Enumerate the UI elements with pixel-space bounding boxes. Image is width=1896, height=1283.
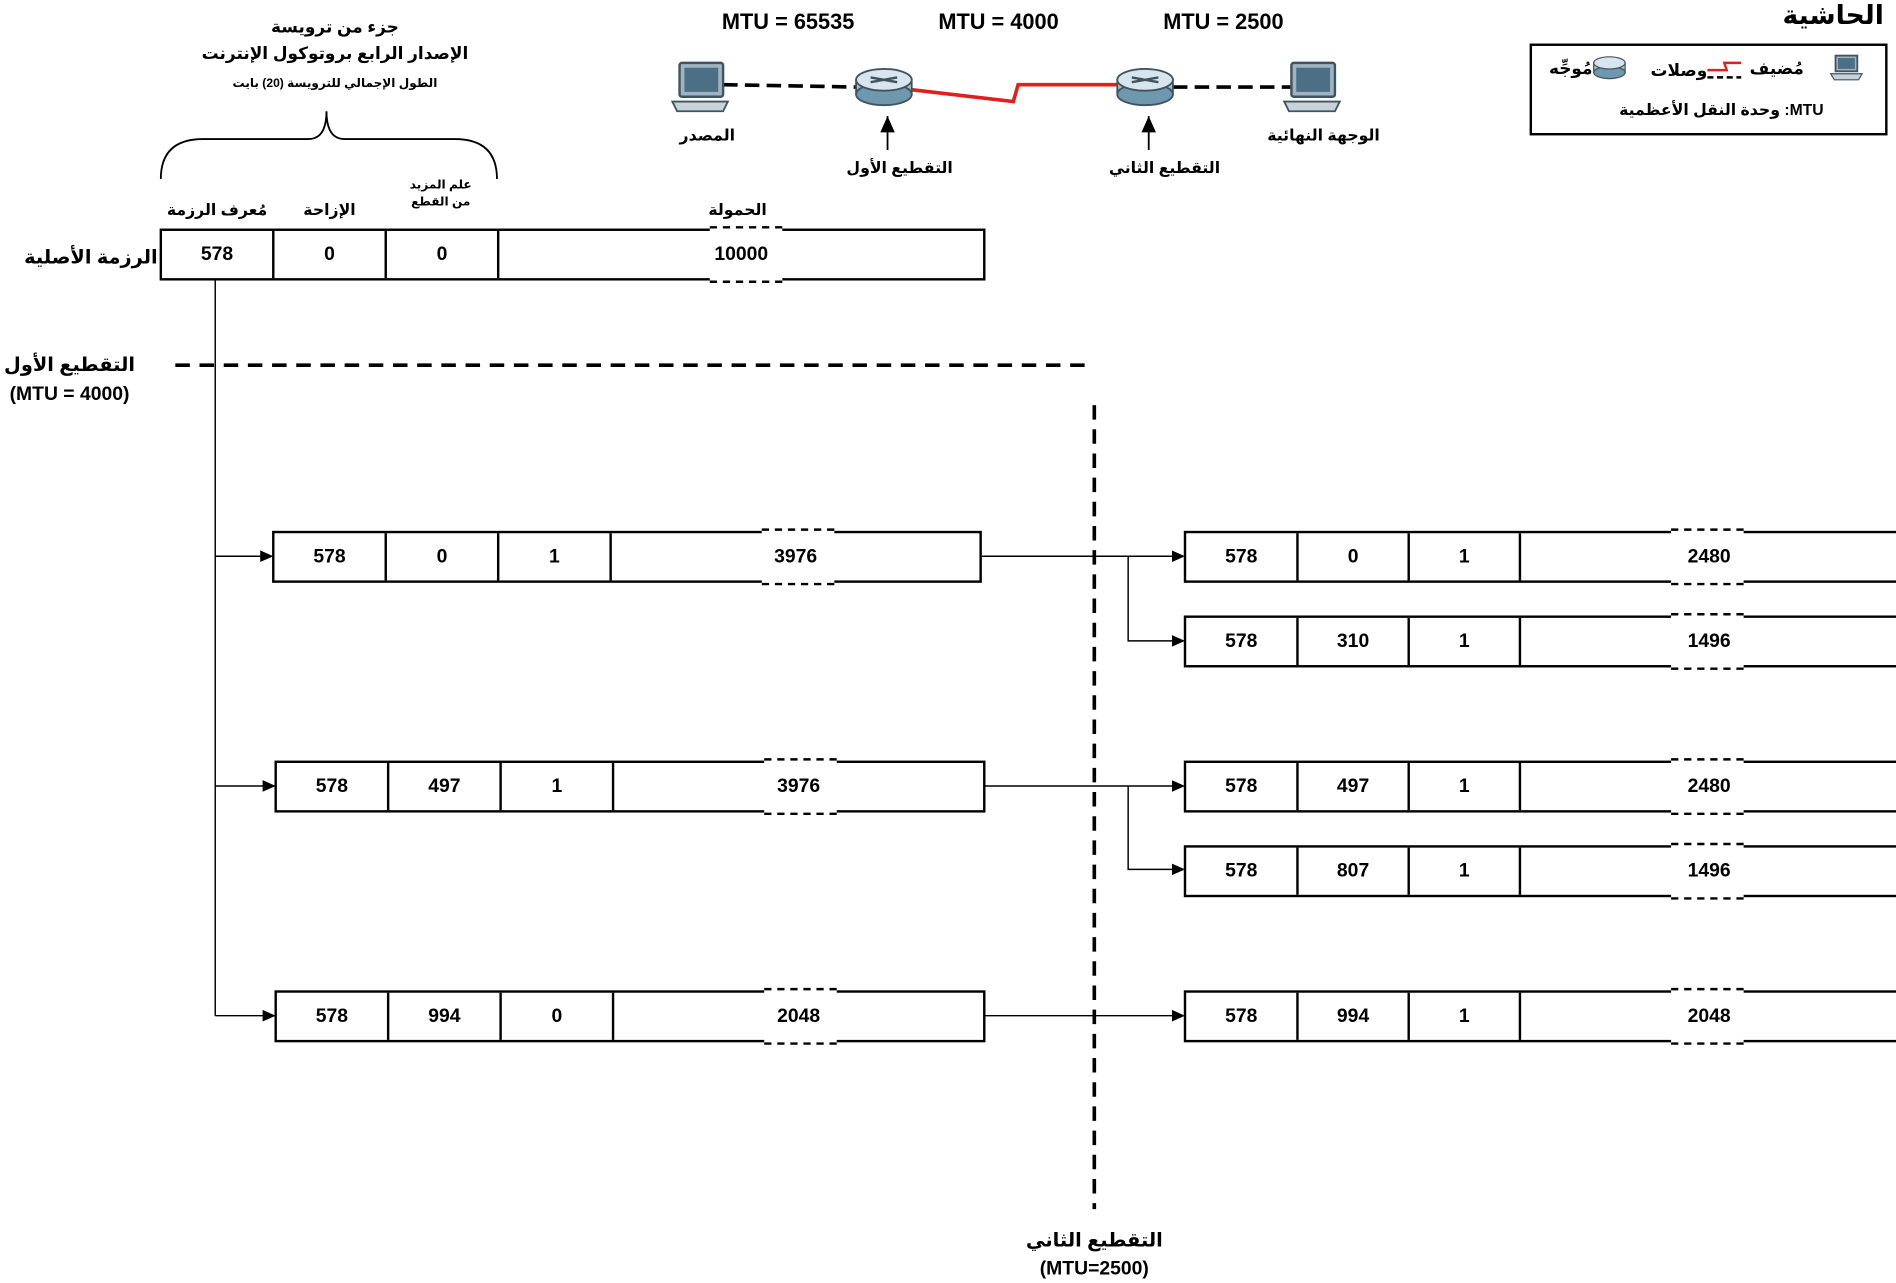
packet-id-cell: 578 — [1186, 533, 1299, 581]
router-1-icon — [855, 68, 913, 107]
router-2-icon — [1116, 68, 1174, 107]
mtu-label-1: MTU = 65535 — [721, 9, 855, 34]
payload-value: 1496 — [1687, 860, 1731, 881]
source-computer-icon — [670, 61, 730, 113]
packet-id-cell: 578 — [277, 762, 390, 811]
offset-cell: 994 — [389, 992, 502, 1040]
header-brace-line3: الطول الإجمالي للترويسة (20) بايت — [232, 77, 438, 91]
column-label-more-fragments-line1: علم المزيد — [409, 178, 472, 193]
payload-cell: 2480 — [1521, 758, 1896, 815]
more-fragments-cell: 1 — [1410, 533, 1522, 581]
more-fragments-cell: 1 — [1410, 762, 1522, 811]
payload-value: 2480 — [1687, 545, 1731, 567]
column-label-offset: الإزاحة — [303, 200, 356, 219]
fragment-2b-packet: 578 807 1 1496 — [1183, 842, 1896, 900]
header-brace — [159, 111, 498, 179]
fragmentation-1-mtu: (MTU = 4000) — [9, 384, 130, 406]
payload-cell: 3976 — [614, 758, 983, 815]
packet-id-cell: 578 — [1186, 847, 1299, 895]
payload-value: 2048 — [1687, 1005, 1731, 1026]
offset-cell: 497 — [1299, 762, 1410, 811]
header-brace-line2: الإصدار الرابع بروتوكول الإنترنت — [201, 43, 469, 63]
payload-value: 3976 — [777, 775, 821, 797]
fragmentation-1-label: التقطيع الأول — [4, 355, 135, 377]
payload-value: 1496 — [1687, 630, 1731, 652]
packet-id-cell: 578 — [1186, 992, 1299, 1040]
payload-value: 3976 — [774, 545, 818, 567]
original-packet: 578 0 0 10000 — [159, 226, 986, 283]
legend-box: مُضيف وصلات مُوجِّه MTU: وحدة النقل الأع… — [1529, 43, 1888, 136]
offset-cell: 0 — [1299, 533, 1410, 581]
payload-value: 2048 — [777, 1005, 821, 1026]
packet-id-cell: 578 — [1186, 617, 1299, 666]
legend-host-label: مُضيف — [1749, 58, 1804, 78]
legend-router-label: مُوجِّه — [1548, 58, 1593, 78]
header-brace-line1: جزء من ترويسة — [271, 16, 399, 37]
legend-title: الحاشية — [1782, 0, 1884, 31]
column-label-more-fragments-line2: من القطع — [411, 195, 471, 210]
router-1-label: التقطيع الأول — [846, 158, 953, 177]
offset-cell: 310 — [1299, 617, 1410, 666]
legend-router-icon — [1593, 56, 1626, 80]
serial-link — [909, 82, 1118, 104]
offset-cell: 0 — [274, 230, 387, 279]
legend-link-icon — [1707, 61, 1742, 79]
legend-mtu-note: MTU: وحدة النقل الأعظمية — [1619, 100, 1824, 119]
fragment-3-packet: 578 994 0 2048 — [274, 987, 986, 1045]
source-label: المصدر — [679, 125, 736, 144]
payload-cell: 3976 — [612, 528, 980, 586]
packet-id-cell: 578 — [277, 992, 390, 1040]
ethernet-link-left — [723, 82, 857, 89]
payload-value: 10000 — [714, 243, 769, 265]
offset-cell: 807 — [1299, 847, 1410, 895]
packet-id-cell: 578 — [162, 230, 275, 279]
payload-cell: 1496 — [1521, 613, 1896, 670]
original-packet-label: الرزمة الأصلية — [24, 247, 158, 269]
payload-cell: 10000 — [499, 226, 983, 283]
router-2-label: التقطيع الثاني — [1108, 158, 1221, 177]
more-fragments-cell: 1 — [1410, 617, 1522, 666]
fragmentation-2-label: التقطيع الثاني — [1025, 1230, 1163, 1252]
column-label-payload: الحمولة — [708, 200, 767, 219]
offset-cell: 497 — [389, 762, 502, 811]
more-fragments-cell: 1 — [1410, 847, 1522, 895]
fragment-1a-packet: 578 0 1 2480 — [1183, 528, 1896, 586]
payload-cell: 2048 — [1521, 987, 1896, 1045]
more-fragments-cell: 1 — [1410, 992, 1522, 1040]
packet-id-cell: 578 — [1186, 762, 1299, 811]
packet-id-cell: 578 — [274, 533, 387, 581]
fragment-1b-packet: 578 310 1 1496 — [1183, 613, 1896, 670]
payload-value: 2480 — [1687, 775, 1731, 797]
column-label-packet-id: مُعرف الرزمة — [166, 200, 268, 219]
payload-cell: 1496 — [1521, 842, 1896, 900]
fragment-1-packet: 578 0 1 3976 — [272, 528, 982, 586]
destination-computer-icon — [1282, 61, 1342, 113]
more-fragments-cell: 0 — [387, 230, 500, 279]
legend-links-label: وصلات — [1650, 60, 1708, 80]
legend-host-icon — [1829, 54, 1864, 81]
more-fragments-cell: 1 — [502, 762, 615, 811]
destination-label: الوجهة النهائية — [1267, 125, 1380, 144]
mtu-label-2: MTU = 4000 — [938, 9, 1059, 34]
offset-cell: 0 — [387, 533, 500, 581]
more-fragments-cell: 1 — [499, 533, 612, 581]
fragment-3a-packet: 578 994 1 2048 — [1183, 987, 1896, 1045]
offset-cell: 994 — [1299, 992, 1410, 1040]
more-fragments-cell: 0 — [502, 992, 615, 1040]
payload-cell: 2480 — [1521, 528, 1896, 586]
fragment-2a-packet: 578 497 1 2480 — [1183, 758, 1896, 815]
mtu-label-3: MTU = 2500 — [1163, 9, 1284, 34]
fragmentation-2-mtu: (MTU=2500) — [1039, 1258, 1149, 1280]
payload-cell: 2048 — [614, 987, 983, 1045]
fragment-2-packet: 578 497 1 3976 — [274, 758, 986, 815]
